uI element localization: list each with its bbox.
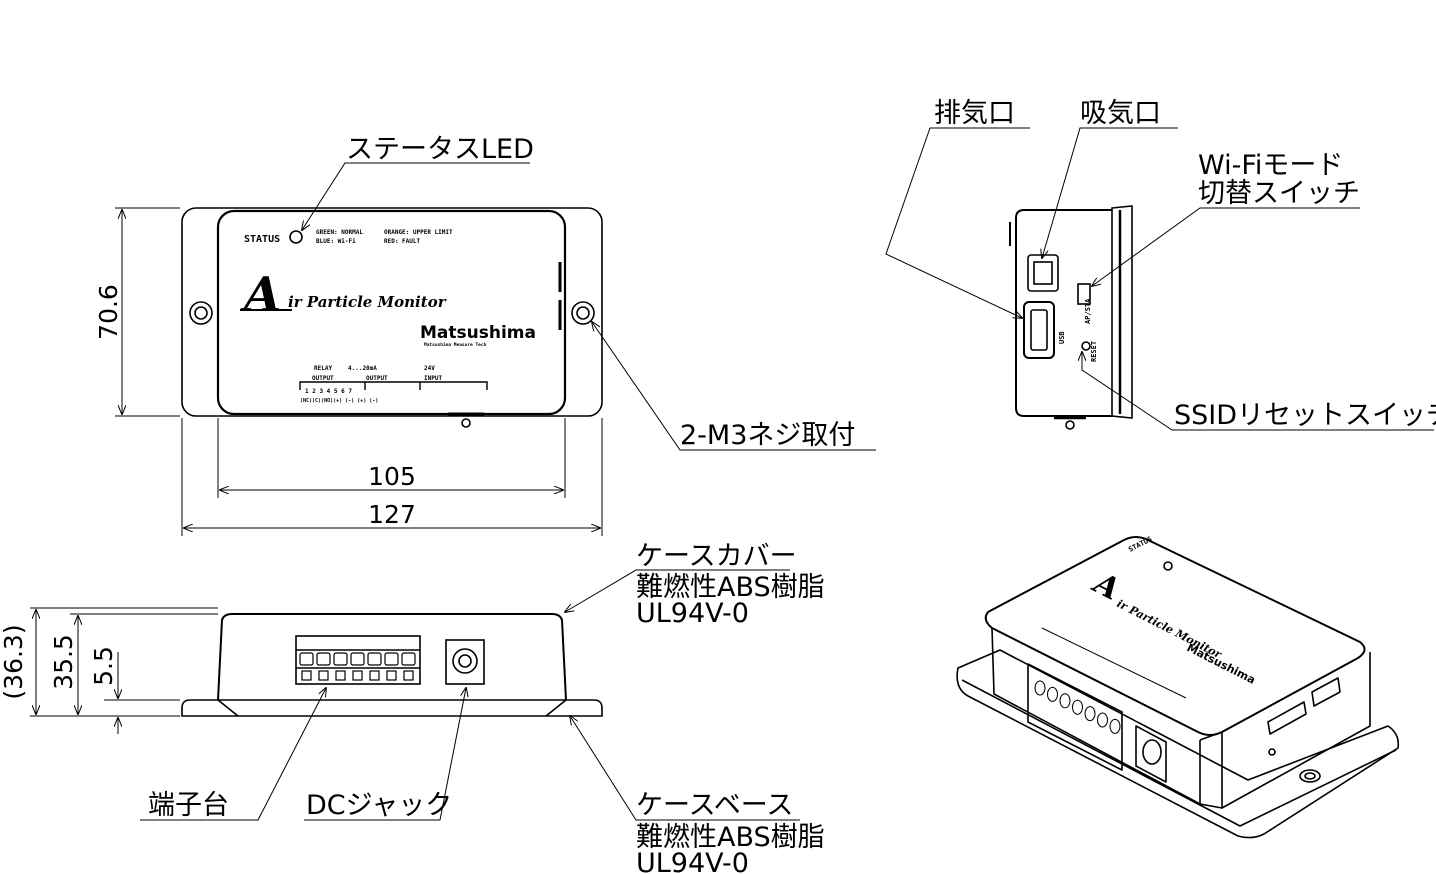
terminal-slot bbox=[350, 652, 365, 666]
top-view-base-flange bbox=[181, 207, 603, 417]
label-case-base-3: UL94V-0 bbox=[636, 848, 749, 874]
iso-front-face bbox=[991, 627, 1201, 805]
intake-port bbox=[1027, 254, 1059, 292]
top-view-cover bbox=[216, 209, 567, 416]
iso-terminal-slot bbox=[1047, 686, 1058, 702]
logo-text: ir Particle Monitor bbox=[288, 293, 447, 311]
label-status-led: ステータスLED bbox=[346, 134, 534, 165]
dim-cover-height: 35.5 bbox=[49, 634, 78, 690]
device-legend-red: RED: FAULT bbox=[384, 238, 421, 245]
iso-terminal-block bbox=[1027, 663, 1123, 771]
terminal-slot bbox=[384, 652, 399, 666]
terminal-slot bbox=[316, 652, 331, 666]
terminal-block bbox=[295, 635, 421, 685]
label-terminal-block: 端子台 bbox=[148, 790, 229, 821]
exhaust-port bbox=[1023, 301, 1055, 359]
iso-terminal-slot bbox=[1097, 712, 1108, 728]
status-led-icon bbox=[289, 230, 303, 244]
side-view bbox=[1009, 205, 1133, 430]
label-ssid-switch: SSIDリセットスイッチ bbox=[1174, 400, 1436, 431]
label-case-base-2: 難燃性ABS樹脂 bbox=[636, 822, 825, 853]
side-wifi-text: AP/STA bbox=[1084, 298, 1092, 324]
iso-terminal-slot bbox=[1072, 699, 1083, 715]
dim-height: 70.6 bbox=[94, 284, 123, 340]
dim-total-height: (36.3) bbox=[0, 624, 28, 699]
label-case-cover-1: ケースカバー bbox=[636, 541, 797, 572]
label-dc-jack: DCジャック bbox=[306, 790, 452, 821]
term-input: INPUT bbox=[424, 375, 442, 382]
iso-terminal-slot bbox=[1109, 718, 1121, 734]
label-wifi-switch-1: Wi-Fiモード bbox=[1198, 150, 1343, 181]
iso-right-face bbox=[1221, 652, 1371, 809]
dc-jack bbox=[445, 639, 485, 685]
device-legend-blue: BLUE: Wi-Fi bbox=[316, 238, 356, 245]
term-numbers: 1 2 3 4 5 6 7 bbox=[305, 388, 352, 395]
terminal-screw bbox=[301, 670, 312, 681]
side-reset-text: RESET bbox=[1090, 341, 1098, 362]
label-intake: 吸気口 bbox=[1080, 98, 1161, 129]
logo-a: A bbox=[240, 267, 281, 323]
iso-top-face bbox=[984, 536, 1366, 736]
term-signs: (NC)(C)(NO)(+) (-) (+) (-) bbox=[300, 398, 378, 404]
top-view-dimensions bbox=[115, 207, 603, 536]
term-output2: OUTPUT bbox=[366, 375, 388, 382]
terminal-screw bbox=[318, 670, 329, 681]
label-case-cover-2: 難燃性ABS樹脂 bbox=[636, 572, 825, 603]
label-exhaust: 排気口 bbox=[934, 98, 1015, 129]
front-view-cover bbox=[217, 613, 567, 701]
terminal-slot bbox=[367, 652, 382, 666]
terminal-screw bbox=[386, 670, 397, 681]
side-usb-text: USB bbox=[1058, 331, 1066, 344]
iso-terminal-slot bbox=[1034, 680, 1046, 696]
front-view bbox=[181, 613, 603, 717]
terminal-slot bbox=[401, 652, 416, 666]
iso-dc-jack bbox=[1135, 725, 1167, 783]
terminal-screw bbox=[352, 670, 363, 681]
dim-inner-width: 105 bbox=[368, 462, 416, 491]
mount-hole-right bbox=[571, 301, 595, 325]
terminal-slot bbox=[333, 652, 348, 666]
term-power: 24V bbox=[424, 365, 435, 372]
label-case-base-1: ケースベース bbox=[636, 790, 793, 821]
wifi-switch-icon bbox=[1077, 283, 1091, 305]
device-status-text: STATUS bbox=[244, 234, 280, 245]
label-mount-screw: 2-M3ネジ取付 bbox=[680, 420, 855, 451]
isometric-view bbox=[956, 536, 1400, 839]
term-analog: 4...20mA bbox=[348, 365, 377, 372]
brand-sub: Matsushima Measure Tech bbox=[424, 342, 487, 348]
label-case-cover-3: UL94V-0 bbox=[636, 598, 749, 629]
iso-terminal-slot bbox=[1059, 693, 1071, 709]
side-view-base bbox=[1111, 205, 1133, 419]
terminal-screw bbox=[335, 670, 346, 681]
term-relay: RELAY bbox=[314, 365, 332, 372]
term-output1: OUTPUT bbox=[312, 375, 334, 382]
terminal-screw bbox=[369, 670, 380, 681]
device-legend-green: GREEN: NORMAL bbox=[316, 229, 363, 236]
iso-base-plate bbox=[956, 649, 1400, 839]
terminal-screw bbox=[403, 670, 414, 681]
ssid-reset-switch-icon bbox=[1081, 341, 1091, 351]
terminal-slot bbox=[299, 652, 314, 666]
front-view-dimensions bbox=[30, 607, 218, 734]
dim-outer-width: 127 bbox=[368, 500, 416, 529]
iso-terminal-slot bbox=[1084, 706, 1096, 722]
device-legend-orange: ORANGE: UPPER LIMIT bbox=[384, 229, 453, 236]
front-view-base bbox=[181, 699, 603, 717]
label-wifi-switch-2: 切替スイッチ bbox=[1198, 178, 1360, 209]
top-view bbox=[181, 207, 603, 428]
brand-name: Matsushima bbox=[420, 323, 536, 343]
dim-base-height: 5.5 bbox=[89, 646, 118, 686]
mount-hole-left bbox=[189, 301, 213, 325]
